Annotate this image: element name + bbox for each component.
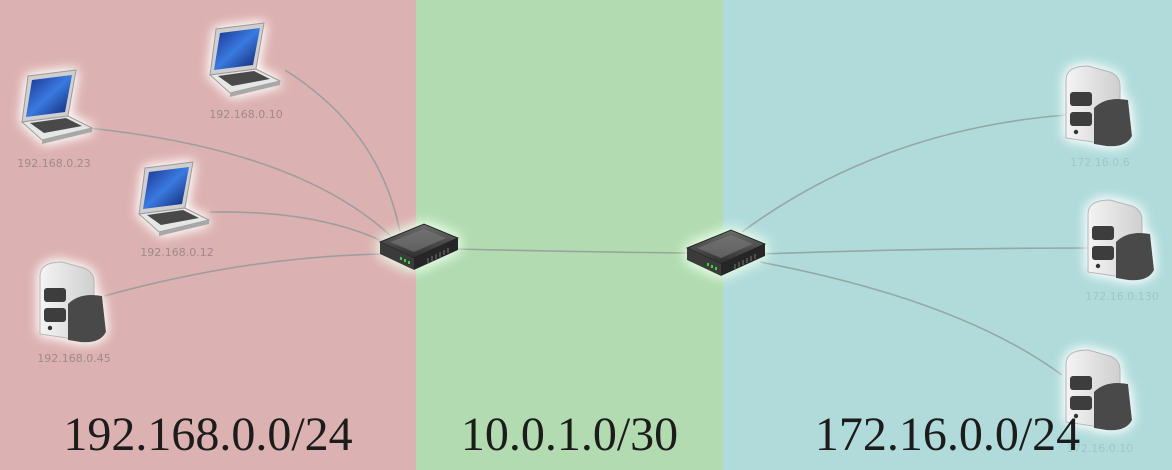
host-ip-label: 172.16.0.130: [1085, 290, 1158, 303]
host-ip-label: 172.16.0.6: [1070, 156, 1129, 169]
host-laptop-192-168-0-10[interactable]: 192.168.0.10: [209, 22, 283, 121]
host-ip-label: 192.168.0.12: [140, 246, 213, 259]
host-laptop-192-168-0-12[interactable]: 192.168.0.12: [138, 161, 214, 259]
label-layer-right: 172.16.0.0/24: [723, 0, 1172, 470]
link-server-left: [103, 253, 386, 297]
host-server-172-16-0-6[interactable]: 172.16.0.6: [1065, 65, 1133, 169]
host-ip-label: 192.168.0.10: [209, 108, 282, 121]
host-ip-label: 192.168.0.45: [37, 352, 110, 365]
link-laptop-b: [284, 69, 401, 233]
label-layer-left: 192.168.0.0/24: [0, 0, 416, 470]
zone-mid-fill: [416, 0, 723, 470]
link-router-router: [454, 248, 691, 254]
link-laptop-c: [209, 211, 389, 245]
label-layer-mid: 10.0.1.0/30: [416, 0, 723, 470]
host-ip-label: 172.16.0.10: [1067, 442, 1133, 455]
link-laptop-a: [87, 127, 394, 239]
network-label: 192.168.0.0/24: [63, 408, 353, 461]
host-server-172-16-0-10[interactable]: 172.16.0.10: [1065, 349, 1133, 455]
network-label: 172.16.0.0/24: [814, 408, 1081, 461]
host-server-172-16-0-130[interactable]: 172.16.0.130: [1085, 199, 1159, 303]
link-server-r3: [759, 261, 1063, 376]
host-ip-label: 192.168.0.23: [17, 157, 90, 170]
link-server-r1: [741, 114, 1067, 233]
host-laptop-192-168-0-23[interactable]: 192.168.0.23: [17, 69, 93, 170]
connection-links: [87, 69, 1089, 376]
network-label: 10.0.1.0/30: [460, 408, 679, 461]
link-server-r2: [759, 247, 1089, 255]
host-server-192-168-0-45[interactable]: 192.168.0.45: [37, 261, 111, 365]
